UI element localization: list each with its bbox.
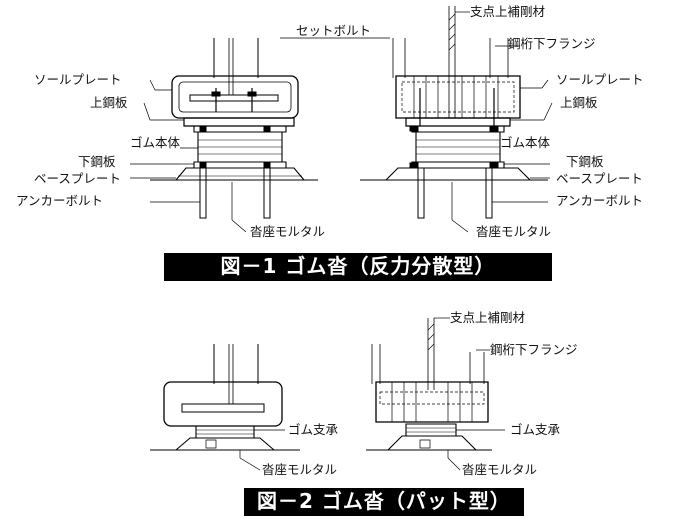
fig2-label-girder-flange: 鋼桁下フランジ bbox=[490, 342, 578, 357]
fig2-left-rubber-pad bbox=[196, 426, 254, 438]
fig2-label-mortar-right: 沓座モルタル bbox=[462, 462, 538, 477]
fig1-left-lower-plate bbox=[194, 162, 286, 168]
fig1-label-mortar-right: 沓座モルタル bbox=[476, 224, 552, 239]
fig1-left-sole-plate bbox=[184, 118, 294, 126]
fig1-label-upper-plate-right: 上鋼板 bbox=[560, 95, 598, 110]
fig1-label-anchor-bolt-right: アンカーボルト bbox=[556, 193, 644, 208]
fig1-label-girder-flange: 鋼桁下フランジ bbox=[508, 36, 596, 51]
fig1-label-upper-plate-left: 上鋼板 bbox=[90, 95, 128, 110]
fig1-label-sole-plate-left: ソールプレート bbox=[34, 72, 122, 87]
fig2-label-support-stiffener: 支点上補剛材 bbox=[450, 310, 526, 325]
fig1-label-lower-plate-right: 下鋼板 bbox=[566, 154, 604, 169]
fig1-label-support-stiffener: 支点上補剛材 bbox=[470, 4, 546, 19]
fig2-right-side bbox=[366, 318, 505, 470]
fig1-label-rubber-body-left: ゴム本体 bbox=[130, 135, 181, 150]
fig1-label-mortar-left: 沓座モルタル bbox=[250, 224, 326, 239]
fig1-left-anchor-bolt bbox=[200, 168, 206, 218]
fig1-caption: 図－1 ゴム沓（反力分散型） bbox=[164, 253, 552, 281]
fig1-label-anchor-bolt-left: アンカーボルト bbox=[16, 193, 104, 208]
fig1-label-base-plate-left: ベースプレート bbox=[34, 171, 121, 186]
fig2-label-rubber-bearing-left: ゴム支承 bbox=[288, 422, 339, 437]
fig1-label-set-bolt: セットボルト bbox=[296, 23, 372, 38]
fig1-right-base-plate bbox=[386, 168, 530, 180]
fig2-label-mortar-left: 沓座モルタル bbox=[262, 462, 338, 477]
fig2-label-rubber-bearing-right: ゴム支承 bbox=[510, 422, 561, 437]
fig1-label-sole-plate-right: ソールプレート bbox=[556, 72, 644, 87]
fig1-left-upper-plate bbox=[194, 126, 286, 132]
fig1-label-rubber-body-right: ゴム本体 bbox=[500, 135, 551, 150]
fig1-right-side bbox=[280, 6, 552, 232]
fig1-left-base-plate bbox=[176, 168, 304, 180]
fig2-right-rubber-pad bbox=[406, 424, 456, 436]
fig2-right-girder-flange bbox=[376, 382, 488, 422]
fig2-left-section bbox=[150, 344, 300, 470]
fig1-label-lower-plate-left: 下鋼板 bbox=[78, 154, 116, 169]
fig1-left-section bbox=[130, 38, 318, 232]
fig2-caption: 図－2 ゴム沓（パット型） bbox=[244, 488, 524, 516]
fig1-label-base-plate-right: ベースプレート bbox=[556, 171, 643, 186]
